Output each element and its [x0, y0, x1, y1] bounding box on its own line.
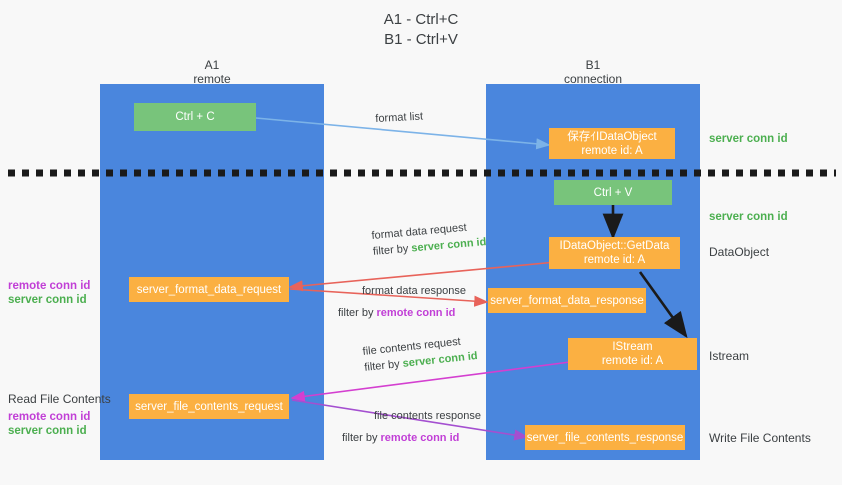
- column-header-a1: A1 remote: [112, 58, 312, 86]
- label-file-contents-response-text: file contents response: [374, 410, 482, 422]
- box-server-format-data-response-label: server_format_data_response: [490, 294, 644, 307]
- title-line-2: B1 - Ctrl+V: [384, 31, 458, 48]
- left-label-server-conn-id-1: server conn id: [8, 294, 87, 306]
- page-title: A1 - Ctrl+C B1 - Ctrl+V: [0, 10, 842, 50]
- box-idataobject-getdata[interactable]: IDataObject::GetData remote id: A: [549, 237, 680, 269]
- column-a1-sub: remote: [193, 72, 231, 86]
- box-ctrl-v[interactable]: Ctrl + V: [554, 180, 672, 205]
- box-ctrl-v-label: Ctrl + V: [593, 186, 633, 199]
- right-label-dataobject: DataObject: [709, 245, 770, 259]
- left-label-remote-conn-id-2: remote conn id: [8, 411, 91, 423]
- box-server-file-contents-response-label: server_file_contents_response: [526, 431, 684, 444]
- filter-value-remote-conn-id: remote conn id: [380, 432, 460, 444]
- box-idataobject-save[interactable]: 保存ｲIDataObject remote id: A: [549, 128, 675, 159]
- box-server-file-contents-request[interactable]: server_file_contents_request: [129, 394, 289, 419]
- label-file-contents-request: file contents request filter by server c…: [362, 333, 478, 375]
- box-server-file-contents-response[interactable]: server_file_contents_response: [525, 425, 685, 450]
- box-idataobject-save-line2: remote id: A: [581, 144, 643, 157]
- right-label-server-conn-id-top: server conn id: [709, 133, 788, 145]
- box-idataobject-save-line1: 保存ｲIDataObject: [567, 130, 657, 143]
- left-label-remote-conn-id-1: remote conn id: [8, 280, 91, 292]
- column-a1-name: A1: [204, 58, 220, 72]
- filter-prefix: filter by: [363, 357, 404, 374]
- left-label-server-conn-id-2: server conn id: [8, 425, 87, 437]
- filter-value-server-conn-id: server conn id: [410, 236, 487, 255]
- column-b1-sub: connection: [563, 72, 623, 86]
- box-server-format-data-request-label: server_format_data_request: [136, 283, 282, 296]
- box-istream[interactable]: IStream remote id: A: [568, 338, 697, 370]
- column-header-b1: B1 connection: [493, 58, 693, 86]
- box-server-format-data-response[interactable]: server_format_data_response: [488, 288, 646, 313]
- box-idataobject-getdata-line1: IDataObject::GetData: [559, 240, 670, 252]
- filter-prefix: filter by: [342, 432, 381, 444]
- box-istream-line2: remote id: A: [601, 355, 664, 367]
- box-istream-line1: IStream: [612, 341, 653, 353]
- filter-prefix: filter by: [338, 307, 377, 319]
- label-format-data-request: format data request filter by server con…: [371, 219, 487, 259]
- label-file-contents-response: file contents response filter by remote …: [342, 409, 482, 445]
- box-ctrl-c[interactable]: Ctrl + C: [134, 103, 256, 131]
- right-label-server-conn-id-mid: server conn id: [709, 211, 788, 223]
- right-label-istream: Istream: [709, 349, 750, 363]
- label-format-list-text: format list: [375, 110, 424, 125]
- title-line-1: A1 - Ctrl+C: [383, 11, 459, 28]
- left-label-read-file-contents: Read File Contents: [8, 392, 111, 406]
- box-server-file-contents-request-label: server_file_contents_request: [135, 400, 283, 413]
- right-label-write-file-contents: Write File Contents: [709, 431, 811, 445]
- label-format-data-response-text: format data response: [362, 285, 466, 297]
- column-b1-name: B1: [585, 58, 601, 72]
- box-ctrl-c-label: Ctrl + C: [175, 111, 215, 123]
- label-format-list: format list: [375, 110, 423, 126]
- box-server-format-data-request[interactable]: server_format_data_request: [129, 277, 289, 302]
- label-format-data-response: format data response filter by remote co…: [338, 284, 466, 320]
- box-idataobject-getdata-line2: remote id: A: [583, 254, 646, 266]
- label-file-contents-response-filter: filter by remote conn id: [342, 431, 481, 445]
- filter-prefix: filter by: [372, 242, 412, 258]
- label-format-data-response-filter: filter by remote conn id: [338, 306, 466, 320]
- filter-value-remote-conn-id: remote conn id: [376, 307, 456, 319]
